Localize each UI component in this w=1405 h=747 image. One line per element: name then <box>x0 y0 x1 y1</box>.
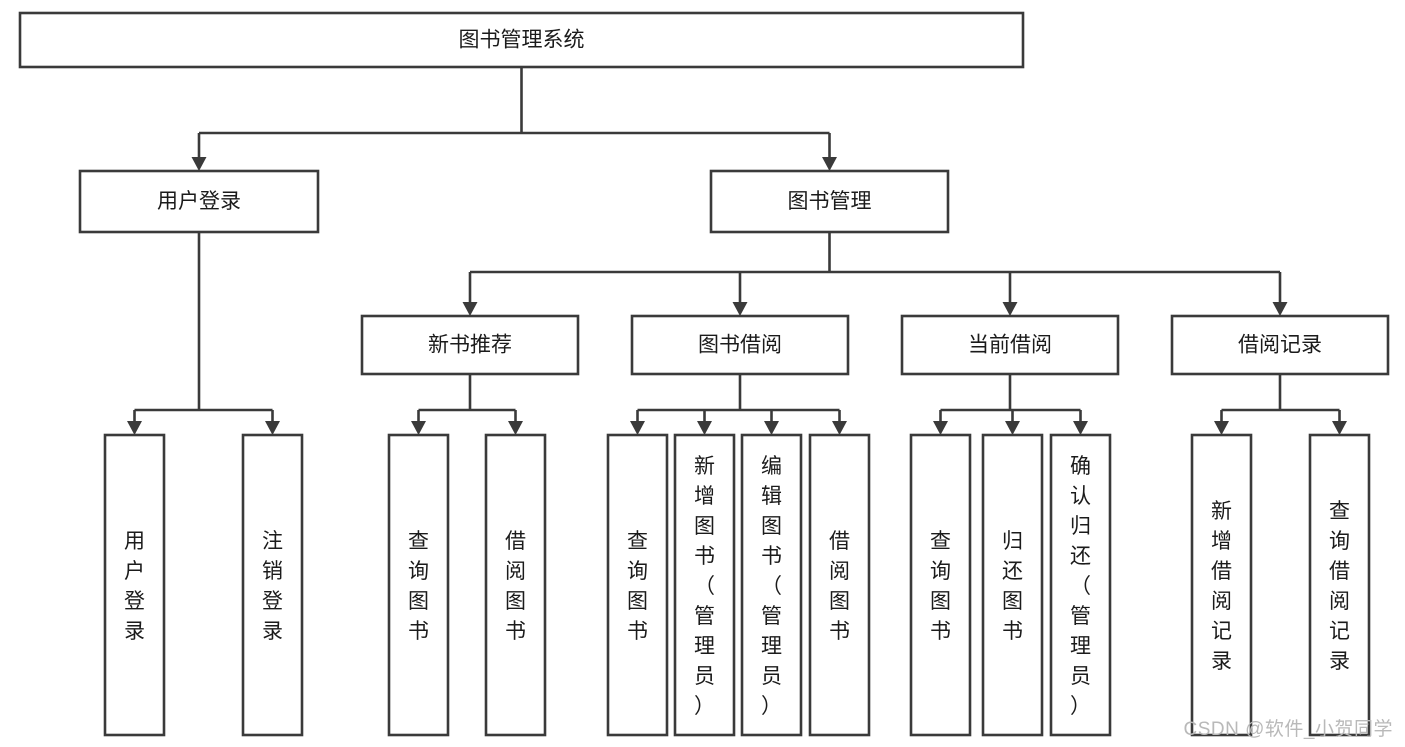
node-box-borrow[interactable] <box>630 314 850 376</box>
node-leaf6[interactable]: 新增图书（管理员） <box>673 433 736 737</box>
node-leaf4[interactable]: 借阅图书 <box>484 433 547 737</box>
node-label-leaf11: 确认归还（管理员） <box>1070 455 1091 718</box>
node-leaf8[interactable]: 借阅图书 <box>808 433 871 737</box>
node-label-records: 借阅记录 <box>1238 334 1322 357</box>
node-leaf10[interactable]: 归还图书 <box>981 433 1044 737</box>
node-label-borrow: 图书借阅 <box>698 334 782 357</box>
node-label-leaf6: 新增图书（管理员） <box>694 455 715 718</box>
node-box-current[interactable] <box>900 314 1120 376</box>
node-box-leaf11[interactable] <box>1049 433 1112 737</box>
node-box-login[interactable] <box>78 169 320 234</box>
nodes-layer: 图书管理系统用户登录图书管理新书推荐图书借阅当前借阅借阅记录用户登录注销登录查询… <box>18 11 1390 737</box>
node-box-records[interactable] <box>1170 314 1390 376</box>
edge-group-current <box>933 374 1088 435</box>
edge-group-newbook <box>411 374 523 435</box>
node-label-leaf4: 借阅图书 <box>505 530 526 643</box>
node-leaf3[interactable]: 查询图书 <box>387 433 450 737</box>
node-box-leaf1[interactable] <box>103 433 166 737</box>
node-box-leaf13[interactable] <box>1308 433 1371 737</box>
node-box-leaf4[interactable] <box>484 433 547 737</box>
node-leaf13[interactable]: 查询借阅记录 <box>1308 433 1371 737</box>
node-label-leaf5: 查询图书 <box>627 530 648 643</box>
node-leaf9[interactable]: 查询图书 <box>909 433 972 737</box>
node-leaf11[interactable]: 确认归还（管理员） <box>1049 433 1112 737</box>
node-box-leaf8[interactable] <box>808 433 871 737</box>
node-box-leaf10[interactable] <box>981 433 1044 737</box>
node-label-leaf9: 查询图书 <box>930 530 951 643</box>
node-label-login: 用户登录 <box>157 190 241 213</box>
node-leaf2[interactable]: 注销登录 <box>241 433 304 737</box>
node-label-leaf10: 归还图书 <box>1002 530 1023 643</box>
node-label-leaf12: 新增借阅记录 <box>1211 500 1232 673</box>
node-box-leaf3[interactable] <box>387 433 450 737</box>
node-label-leaf8: 借阅图书 <box>829 530 850 643</box>
node-leaf5[interactable]: 查询图书 <box>606 433 669 737</box>
node-box-leaf9[interactable] <box>909 433 972 737</box>
node-label-leaf2: 注销登录 <box>262 530 283 643</box>
node-root[interactable]: 图书管理系统 <box>18 11 1025 69</box>
edge-group-records <box>1214 374 1347 435</box>
node-box-leaf6[interactable] <box>673 433 736 737</box>
node-borrow[interactable]: 图书借阅 <box>630 314 850 376</box>
edge-group-bookmgmt <box>462 232 1288 316</box>
node-box-newbook[interactable] <box>360 314 580 376</box>
node-box-leaf7[interactable] <box>740 433 803 737</box>
node-label-leaf13: 查询借阅记录 <box>1329 500 1350 673</box>
node-box-leaf5[interactable] <box>606 433 669 737</box>
node-leaf12[interactable]: 新增借阅记录 <box>1190 433 1253 737</box>
node-label-current: 当前借阅 <box>968 334 1052 357</box>
node-box-leaf2[interactable] <box>241 433 304 737</box>
node-label-root: 图书管理系统 <box>459 29 585 52</box>
node-current[interactable]: 当前借阅 <box>900 314 1120 376</box>
node-bookmgmt[interactable]: 图书管理 <box>709 169 950 234</box>
edge-group-root <box>191 67 837 171</box>
node-label-bookmgmt: 图书管理 <box>788 190 872 213</box>
node-leaf7[interactable]: 编辑图书（管理员） <box>740 433 803 737</box>
node-box-root[interactable] <box>18 11 1025 69</box>
edges-layer <box>127 67 1347 435</box>
edge-group-borrow <box>630 374 847 435</box>
node-login[interactable]: 用户登录 <box>78 169 320 234</box>
node-label-leaf3: 查询图书 <box>408 530 429 643</box>
node-leaf1[interactable]: 用户登录 <box>103 433 166 737</box>
watermark-text: CSDN @软件_小贺同学 <box>1183 719 1393 740</box>
edge-group-login <box>127 232 280 435</box>
node-records[interactable]: 借阅记录 <box>1170 314 1390 376</box>
node-newbook[interactable]: 新书推荐 <box>360 314 580 376</box>
node-label-newbook: 新书推荐 <box>428 334 512 357</box>
node-box-leaf12[interactable] <box>1190 433 1253 737</box>
node-label-leaf7: 编辑图书（管理员） <box>761 455 782 718</box>
node-label-leaf1: 用户登录 <box>124 530 145 643</box>
node-box-bookmgmt[interactable] <box>709 169 950 234</box>
